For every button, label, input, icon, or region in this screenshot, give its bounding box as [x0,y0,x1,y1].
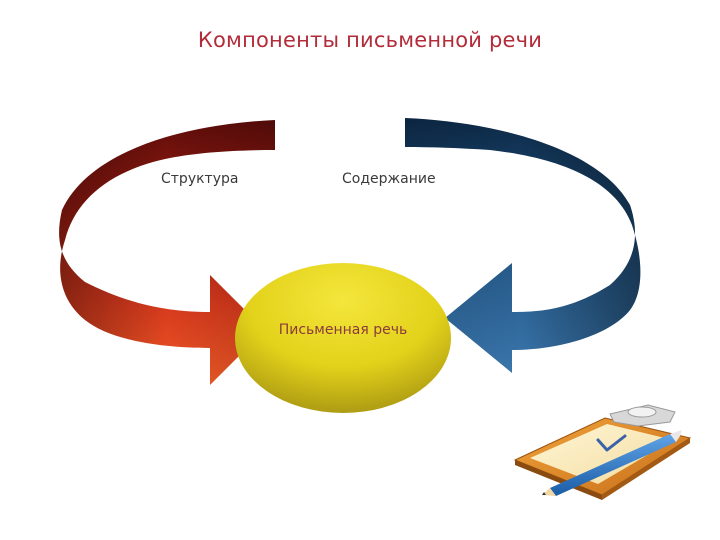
slide-title: Компоненты письменной речи [197,28,543,52]
node-structure: Структура [161,171,239,187]
right-cycle-arrow [405,118,641,373]
node-content: Содержание [342,171,436,187]
node-center: Письменная речь [278,322,408,338]
center-node-ellipse [235,263,451,413]
clipboard-with-pencil-icon [513,404,692,500]
left-cycle-arrow [59,120,276,385]
